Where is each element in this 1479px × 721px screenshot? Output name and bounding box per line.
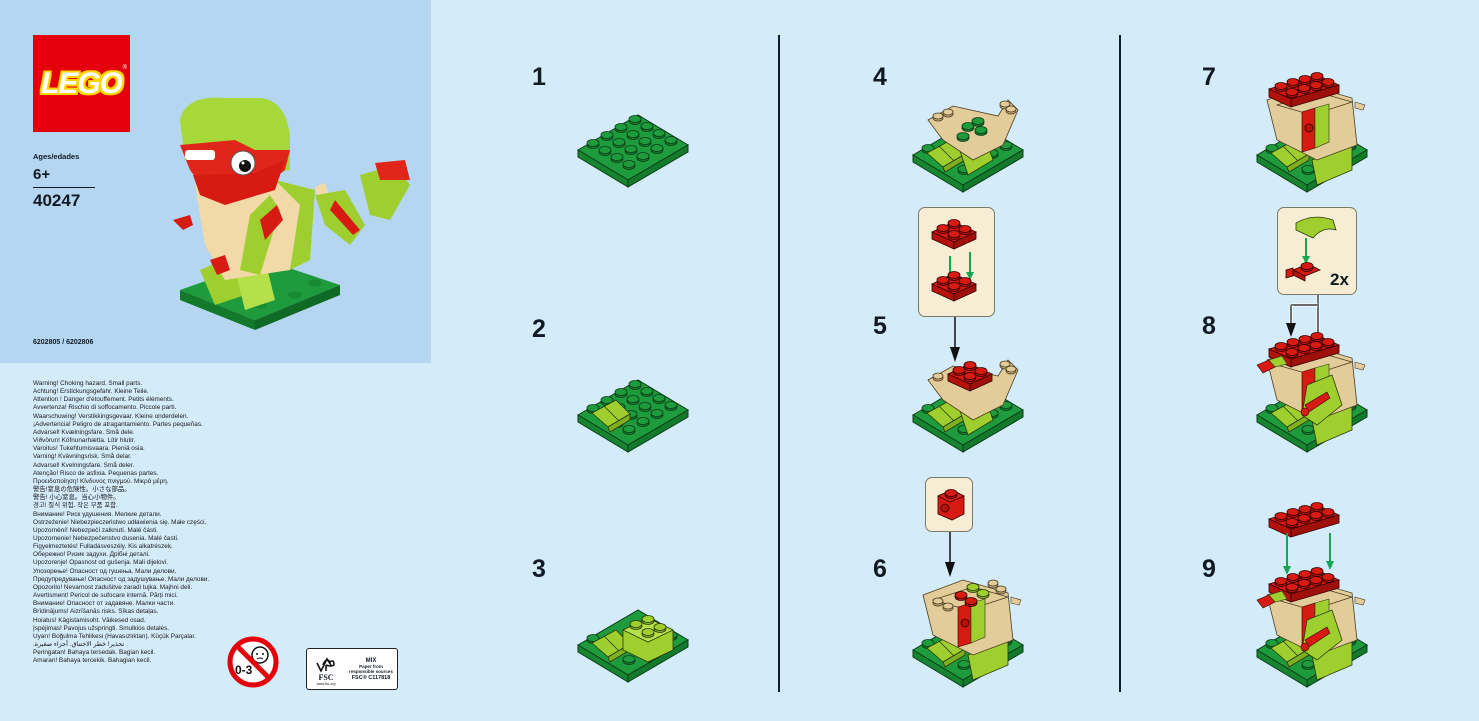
fsc-mix: MIX xyxy=(365,657,377,664)
age-value: 6+ xyxy=(33,166,51,183)
step-1-image xyxy=(578,115,693,190)
warning-line: Įspėjimas! Pavojus užspringti. Smulkios … xyxy=(33,624,170,632)
choking-hazard-warnings: Warning! Choking hazard. Small parts. Ac… xyxy=(33,380,253,665)
warning-line: Attention ! Danger d'étouffement. Petits… xyxy=(33,396,174,404)
step-9-image xyxy=(1256,615,1372,690)
fsc-paper-line1: Paper from xyxy=(359,663,383,669)
warning-line: Opozorilo! Nevarnost zadušitve zaradi tu… xyxy=(33,583,193,591)
step-8-callout: 2x xyxy=(1277,207,1357,295)
step-5-subassembly-image xyxy=(919,208,996,318)
column-divider xyxy=(1119,35,1121,692)
warning-line: Varning! Kvävningsrisk. Små delar. xyxy=(33,453,132,461)
lego-logo-text: LEGO xyxy=(40,66,124,101)
warning-line: 경고! 질식 위험. 작은 부품 포함. xyxy=(33,502,118,510)
age-range-label: 0-3 xyxy=(235,663,253,677)
warning-line: Figyelmeztetés! Fulladásveszély. Kis alk… xyxy=(33,543,173,551)
warning-line: Avvertenza! Rischio di soffocamento. Pic… xyxy=(33,404,177,412)
fsc-url: www.fsc.org xyxy=(316,682,336,686)
step-3-image xyxy=(578,610,693,685)
step-number-9: 9 xyxy=(1202,555,1216,583)
step-number-7: 7 xyxy=(1202,63,1216,91)
warning-line: Advarsel! Kvælningsfare. Små dele. xyxy=(33,428,135,436)
warning-line: Предупредување! Опасност од задушување. … xyxy=(33,575,210,583)
step-5-callout xyxy=(918,207,995,317)
warning-line: تحذير! خطر الاختناق. أجزاء صغيرة. xyxy=(33,641,125,648)
step-8-image xyxy=(1256,380,1372,455)
step-number-8: 8 xyxy=(1202,312,1216,340)
fsc-logo: FSC www.fsc.org xyxy=(307,649,345,689)
warning-line: Внимание! Риск удушения. Мелкие детали. xyxy=(33,510,162,518)
age-divider xyxy=(33,187,95,188)
step-6-callout xyxy=(925,477,973,532)
step-8-quantity: 2x xyxy=(1330,270,1349,289)
fsc-paper-line2: responsible sources xyxy=(349,668,393,674)
warning-line: 警告! 小心窒息。当心小物件。 xyxy=(33,494,120,502)
warning-line: Atenção! Risco de asfixia. Pequenas part… xyxy=(33,469,159,477)
warning-line: Hoiatus! Kägistamisoht. Väikesed osad. xyxy=(33,616,146,624)
fsc-logo-text: FSC xyxy=(318,673,334,682)
warning-line: Upozornění! Nebezpečí zalknutí. Malé čás… xyxy=(33,526,159,534)
dinosaur-model-image xyxy=(165,95,410,335)
step-6-subassembly-image xyxy=(937,489,965,521)
step-number-3: 3 xyxy=(532,555,546,583)
part-numbers: 6202805 / 6202806 xyxy=(33,339,94,346)
warning-line: Avertisment! Pericol de sufocare internă… xyxy=(33,592,178,600)
fsc-label: FSC www.fsc.org MIX Paper from responsib… xyxy=(306,648,398,690)
warning-line: ¡Advertencia! Peligro de atragantamiento… xyxy=(33,420,203,428)
cover-panel: LEGO ® Ages/edades 6+ 40247 6202805 / 62… xyxy=(0,0,431,363)
fsc-code: FSC® C117818 xyxy=(351,674,391,681)
lego-logo: LEGO ® xyxy=(33,35,130,132)
warning-line: Upozorenje! Opasnost od gušenja. Mali di… xyxy=(33,559,168,567)
set-number: 40247 xyxy=(33,191,81,210)
step-8-subassembly-image xyxy=(1285,216,1337,282)
warning-line: Обережно! Ризик задухи. Дрібні деталі. xyxy=(33,551,150,559)
step-number-1: 1 xyxy=(532,63,546,91)
fsc-details: MIX Paper from responsible sources FSC® … xyxy=(345,649,397,689)
warning-line: Προειδοποίηση! Κίνδυνος πνιγμού. Μικρά μ… xyxy=(33,477,169,485)
warning-line: Amaran! Bahaya tercekik. Bahagian kecil. xyxy=(33,657,152,665)
warning-line: Peringatan! Bahaya tersedak. Bagian keci… xyxy=(33,649,156,657)
warning-line: Ostrzeżenie! Niebezpieczeństwo udławieni… xyxy=(33,518,207,526)
warning-line: Upozornenie! Nebezpečenstvo dusenia. Mal… xyxy=(33,534,179,542)
warning-line: Waarschuwing! Verstikkingsgevaar. Kleine… xyxy=(33,412,189,420)
step-4-image xyxy=(913,99,1028,195)
registered-mark: ® xyxy=(122,65,127,71)
warning-line: Brīdinājums! Aizrīšanās risks. Sīkas det… xyxy=(33,608,159,616)
step-7-image xyxy=(1257,120,1372,195)
placement-arrows-icon xyxy=(1283,533,1334,575)
step-number-4: 4 xyxy=(873,63,887,91)
step-number-5: 5 xyxy=(873,312,887,340)
warning-line: 警告!窒息の危険性。小さな部品。 xyxy=(33,486,131,494)
fsc-tree-icon xyxy=(316,657,335,673)
step-5-image xyxy=(913,359,1028,455)
warning-line: Achtung! Erstickungsgefahr. Kleine Teile… xyxy=(33,388,149,396)
warning-line: Warning! Choking hazard. Small parts. xyxy=(33,380,143,387)
warning-line: Упозорење! Опасност од гушења. Мали дело… xyxy=(33,567,177,575)
step-number-2: 2 xyxy=(532,315,546,343)
ages-label: Ages/edades xyxy=(33,152,80,161)
step-number-6: 6 xyxy=(873,555,887,583)
column-divider xyxy=(778,35,780,692)
not-for-under-3-icon: 0-3 xyxy=(227,636,279,688)
warning-line: Viðvörun! Köfnunarhætta. Lítir hlutir. xyxy=(33,437,136,445)
step-6-image xyxy=(913,579,1028,690)
warning-line: Varoitus! Tukehtumisvaara. Pieniä osia. xyxy=(33,445,145,453)
callout-arrow-icon xyxy=(950,317,960,362)
step-2-image xyxy=(578,380,693,455)
warning-line: Uyarı! Boğulma Tehlikesi (Havasızlıktan)… xyxy=(33,632,196,640)
callout-arrow-icon xyxy=(945,532,955,577)
warning-line: Advarsel! Kvelningsfare. Små deler. xyxy=(33,461,135,469)
warning-line: Внимание! Опасност от задавяне. Малки ча… xyxy=(33,600,176,608)
